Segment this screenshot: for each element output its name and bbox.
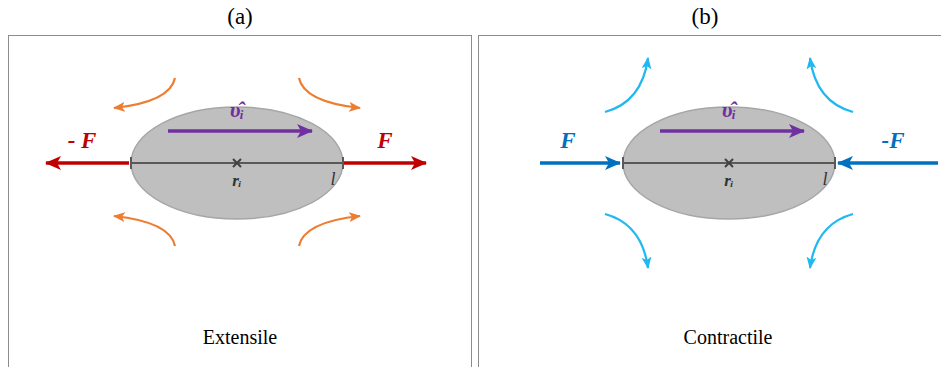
position-label: rᵢ <box>232 172 242 191</box>
length-label: l <box>330 170 335 190</box>
force-label: -F <box>882 128 905 153</box>
bar-end <box>130 157 132 169</box>
flow-arrows <box>605 58 853 268</box>
panel: (a) Extensile υ̂ᵢ rᵢ l <box>8 0 472 367</box>
flow-arrows <box>114 78 360 246</box>
orientation-arrow <box>660 129 804 133</box>
panel-caption: Contractile <box>684 326 773 348</box>
bar-end <box>622 157 624 169</box>
length-label: l <box>822 170 827 190</box>
panel-frame <box>479 36 941 367</box>
force-label: - F <box>68 128 97 153</box>
position-label: rᵢ <box>724 172 734 191</box>
ellipse-outline <box>131 107 343 219</box>
orientation-arrow <box>168 129 312 133</box>
panel-frame <box>9 36 472 367</box>
ellipse-body <box>622 106 836 220</box>
center-cross <box>725 159 733 167</box>
active-particle: υ̂ᵢrᵢl <box>130 106 344 220</box>
ellipse-body <box>130 106 344 220</box>
force-label: F <box>560 128 575 153</box>
panel-label: (a) <box>227 4 253 29</box>
active-particle: υ̂ᵢrᵢl <box>622 106 836 220</box>
orientation-label: υ̂ᵢ <box>230 98 245 122</box>
bar-end <box>834 157 836 169</box>
panel-caption: Extensile <box>203 326 277 348</box>
bar-end <box>342 157 344 169</box>
force-label: F <box>377 128 392 153</box>
center-cross <box>233 159 241 167</box>
panel-label: (b) <box>692 4 719 29</box>
orientation-label: υ̂ᵢ <box>722 98 737 122</box>
ellipse-outline <box>623 107 835 219</box>
panel: (b) Contractile υ̂ᵢ rᵢ l <box>478 0 941 367</box>
